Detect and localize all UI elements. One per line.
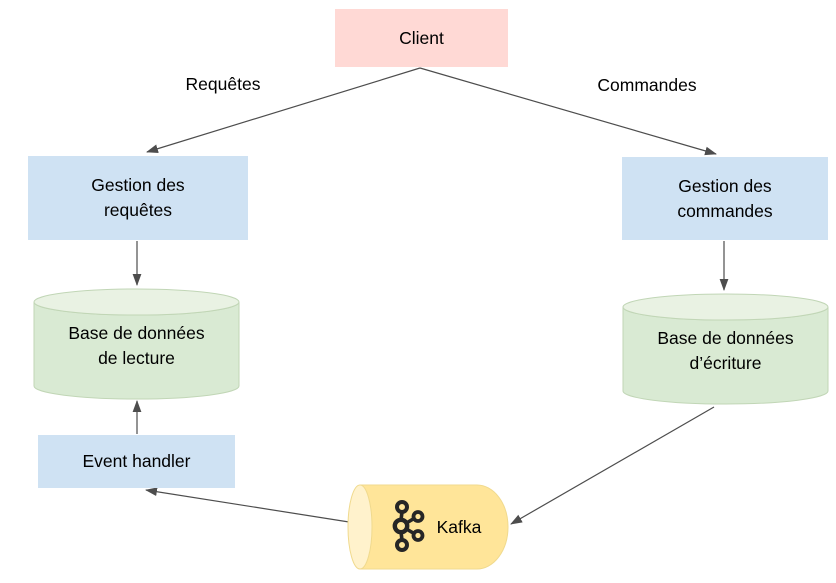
node-event-handler-label: Event handler xyxy=(82,451,191,471)
node-gestion-requetes-line2: requêtes xyxy=(103,200,173,220)
node-base-lecture-shape xyxy=(33,288,240,400)
edge-label-requetes: Requêtes xyxy=(185,74,261,94)
node-client-label: Client xyxy=(399,27,444,48)
connector-kafka-to-event-handler xyxy=(145,487,350,523)
connector-base-ecriture-to-kafka xyxy=(510,406,715,525)
node-gestion-commandes-line1: Gestion des xyxy=(678,175,772,196)
kafka-icon xyxy=(392,500,425,552)
node-base-ecriture: Base de données d’écriture xyxy=(622,297,829,405)
node-base-ecriture-shape xyxy=(622,293,829,405)
edge-label-commandes: Commandes xyxy=(597,75,697,95)
node-event-handler: Event handler xyxy=(38,435,235,488)
node-base-lecture-line1: Base de données xyxy=(68,323,205,343)
node-gestion-requetes: Gestion des requêtes xyxy=(28,156,248,240)
node-gestion-commandes: Gestion des commandes xyxy=(622,157,828,240)
node-base-lecture-line2: de lecture xyxy=(98,348,175,368)
node-gestion-requetes-line1: Gestion des xyxy=(91,175,185,195)
node-gestion-commandes-line2: commandes xyxy=(677,200,773,221)
node-client: Client xyxy=(335,9,508,67)
node-kafka: Kafka xyxy=(347,484,509,570)
node-base-ecriture-line2: d’écriture xyxy=(689,353,762,373)
node-base-lecture: Base de données de lecture xyxy=(33,292,240,400)
node-kafka-label: Kafka xyxy=(436,516,482,537)
node-base-ecriture-line1: Base de données xyxy=(657,328,794,348)
